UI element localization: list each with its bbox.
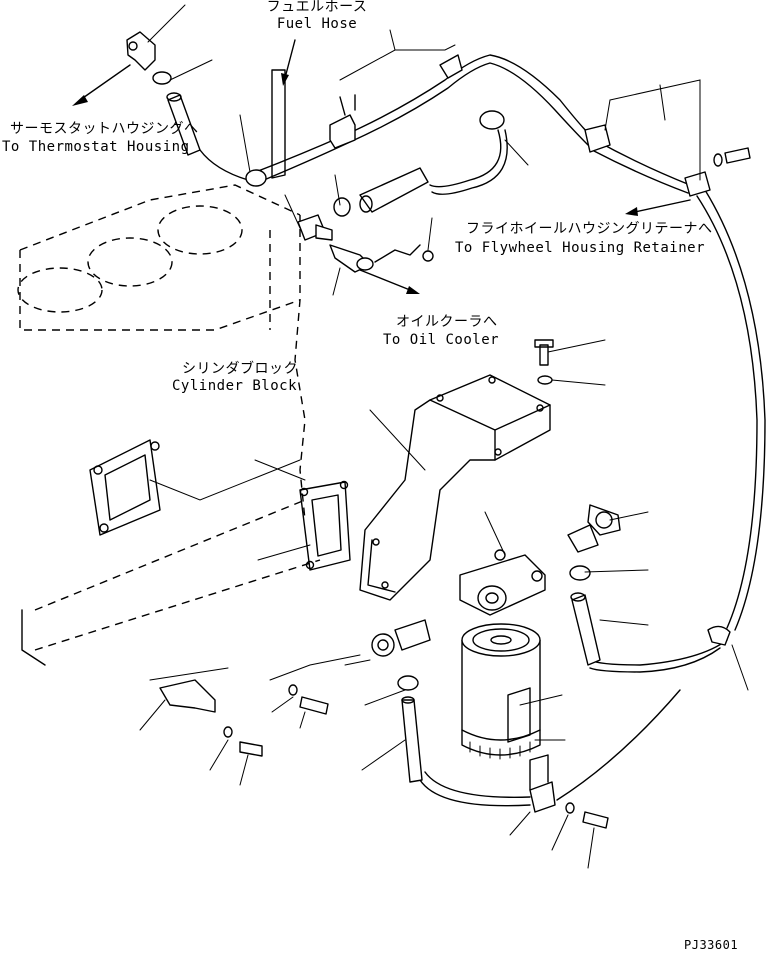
flywheel-label-en: To Flywheel Housing Retainer: [455, 240, 706, 256]
thermostat-fitting: [126, 31, 286, 187]
block-flange: [89, 439, 351, 571]
fuel-hose-label-jp: フュエルホース: [266, 0, 368, 15]
oil-cooler-fittings: [297, 167, 434, 273]
drain-valves: [371, 504, 621, 783]
thermostat-label-jp: サーモスタットハウジングへ: [10, 121, 199, 137]
filter-bracket: [359, 374, 551, 601]
thermostat-label-en: To Thermostat Housing: [2, 139, 190, 155]
oil-cooler-label-en: To Oil Cooler: [383, 332, 500, 348]
cylinder-block: [17, 184, 321, 666]
filter-head: [459, 549, 546, 616]
oil-cooler-label-jp: オイルクーラへ: [396, 314, 498, 330]
filter-cartridge: [461, 623, 541, 760]
fuel-hose-label-en: Fuel Hose: [276, 16, 358, 32]
cylinder-block-label-en: Cylinder Block: [172, 378, 298, 394]
figure-code: PJ33601: [684, 938, 739, 952]
hose-clamps: [329, 54, 731, 813]
flywheel-label-jp: フライホイールハウジングリテーナへ: [466, 221, 713, 237]
leader-lines: [139, 4, 749, 869]
cylinder-block-label-jp: シリンダブロック: [182, 361, 298, 377]
bolts-and-washers: [159, 147, 751, 829]
direction-arrows: [72, 39, 691, 294]
